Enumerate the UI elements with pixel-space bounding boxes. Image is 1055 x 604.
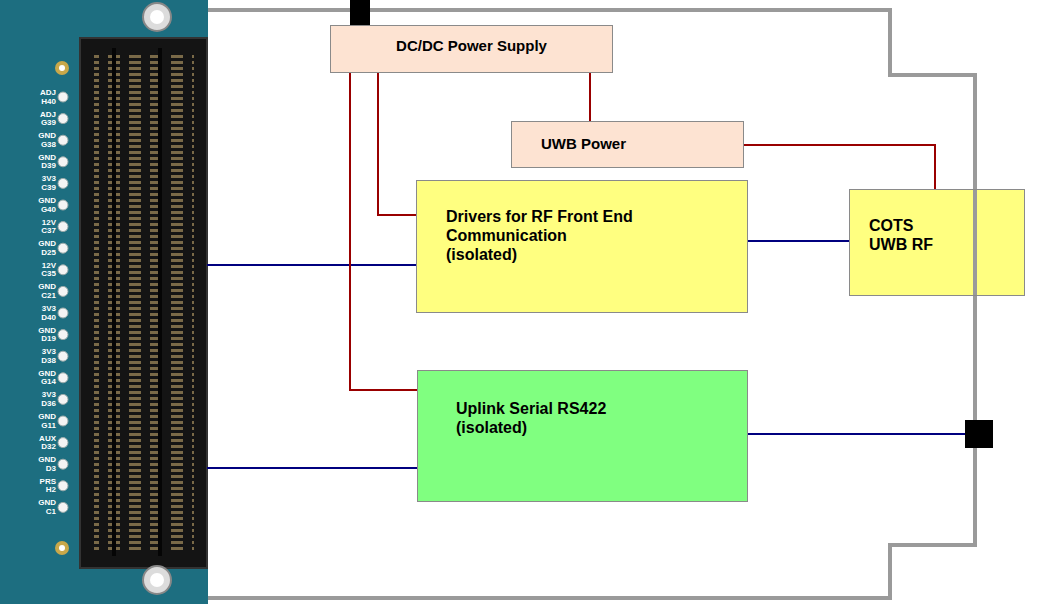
connector-pins: [94, 52, 194, 552]
pin-pad: [58, 114, 68, 124]
pin-label: AUX: [26, 435, 56, 443]
wire-connector: [744, 145, 935, 189]
pin-pad: [58, 438, 68, 448]
port-connector: [350, 0, 370, 25]
pin-pad: [58, 200, 68, 210]
enclosure-outline: [205, 10, 975, 598]
mounting-hole: [150, 573, 164, 587]
block-label: Uplink Serial RS422 (isolated): [456, 399, 656, 437]
pin-label: GND: [26, 456, 56, 464]
pin-label: G40: [26, 206, 56, 214]
connector-body: [80, 38, 207, 568]
pin-label: GND: [26, 327, 56, 335]
pcb-board: [0, 0, 208, 604]
pin-label: ADJ: [26, 89, 56, 97]
wire-connector: [378, 73, 416, 215]
pin-pad: [58, 222, 68, 232]
mounting-hole: [150, 10, 164, 24]
mounting-hole: [143, 3, 171, 31]
block-label: Drivers for RF Front End Communication (…: [446, 207, 636, 265]
signal-wire: [748, 433, 966, 435]
pin-label: D19: [26, 335, 56, 343]
pin-pad: [58, 92, 68, 102]
pin-label: D39: [26, 162, 56, 170]
pin-label: 3V3: [26, 391, 56, 399]
power-block: UWB Power: [511, 121, 744, 168]
pin-pad: [58, 178, 68, 188]
pin-pad: [58, 373, 68, 383]
pin-label: GND: [26, 154, 56, 162]
mounting-hole: [55, 541, 69, 555]
pin-label: GND: [26, 132, 56, 140]
pin-label: G39: [26, 119, 56, 127]
pin-pad: [58, 286, 68, 296]
function-block: Drivers for RF Front End Communication (…: [416, 180, 748, 313]
pin-pad: [58, 502, 68, 512]
wire-connector: [350, 73, 417, 390]
signal-wire: [207, 467, 417, 469]
pin-label: D40: [26, 314, 56, 322]
mounting-hole: [59, 65, 65, 71]
pin-label: 12V: [26, 262, 56, 270]
block-label: COTS UWB RF: [869, 216, 941, 254]
pin-label: C37: [26, 227, 56, 235]
pin-label: C35: [26, 270, 56, 278]
mounting-hole: [55, 61, 69, 75]
pin-label: G38: [26, 141, 56, 149]
pin-pad: [58, 351, 68, 361]
pin-pad: [58, 481, 68, 491]
pin-label: G11: [26, 422, 56, 430]
pin-label: GND: [26, 370, 56, 378]
port-connector: [965, 420, 993, 448]
signal-wire: [207, 264, 416, 266]
pin-pad: [58, 330, 68, 340]
power-block: DC/DC Power Supply: [330, 25, 613, 73]
pin-label: GND: [26, 240, 56, 248]
pin-pad: [58, 308, 68, 318]
pin-pad: [58, 459, 68, 469]
pin-label: PRS: [26, 478, 56, 486]
function-block: COTS UWB RF: [849, 189, 1025, 296]
pin-label: G14: [26, 378, 56, 386]
pin-pad: [58, 157, 68, 167]
serial-block: Uplink Serial RS422 (isolated): [417, 370, 748, 502]
pad-group: [58, 92, 68, 512]
mounting-hole: [59, 545, 65, 551]
pin-label: GND: [26, 499, 56, 507]
pin-pad: [58, 243, 68, 253]
pin-label: GND: [26, 413, 56, 421]
pin-label: C39: [26, 184, 56, 192]
pin-label: GND: [26, 197, 56, 205]
pin-label: D38: [26, 357, 56, 365]
pin-label: D36: [26, 400, 56, 408]
connector-slot: [158, 48, 162, 556]
pin-pad: [58, 394, 68, 404]
wire-connector: [589, 73, 591, 121]
pin-pad: [58, 265, 68, 275]
pin-label: ADJ: [26, 111, 56, 119]
pin-label: C21: [26, 292, 56, 300]
pin-label: H2: [26, 486, 56, 494]
enclosure-outline: [973, 190, 977, 295]
pin-label: H40: [26, 98, 56, 106]
pin-label: D25: [26, 249, 56, 257]
pin-label: 3V3: [26, 175, 56, 183]
wire-connector: [748, 240, 849, 242]
pin-pad: [58, 416, 68, 426]
mounting-hole: [143, 566, 171, 594]
block-label: DC/DC Power Supply: [339, 37, 604, 55]
block-label: UWB Power: [541, 135, 731, 153]
pin-label: 12V: [26, 219, 56, 227]
pin-label: GND: [26, 283, 56, 291]
pin-label: 3V3: [26, 305, 56, 313]
pin-label: 3V3: [26, 348, 56, 356]
pin-label: C1: [26, 508, 56, 516]
pin-label: D32: [26, 443, 56, 451]
pin-label: D3: [26, 465, 56, 473]
connector-slot: [112, 48, 116, 556]
pin-pad: [58, 135, 68, 145]
